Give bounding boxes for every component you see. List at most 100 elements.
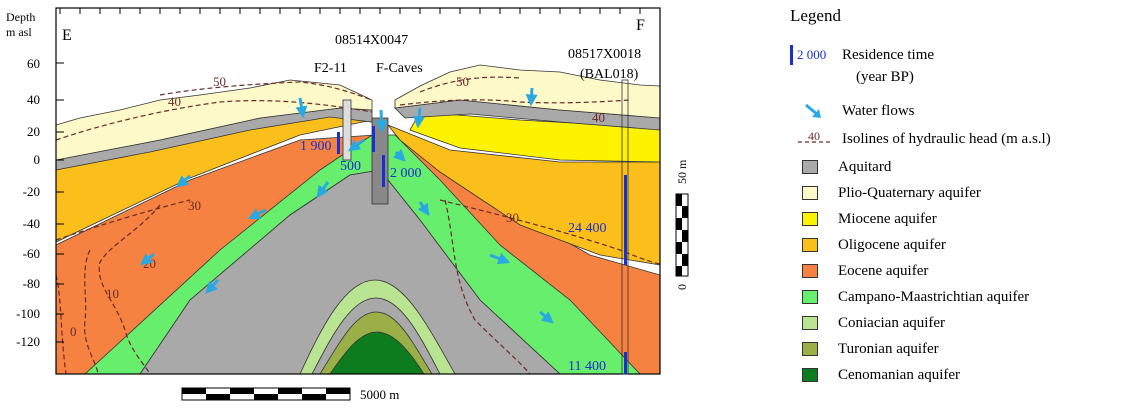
oligocene-swatch — [802, 238, 818, 252]
cenomanian-layer — [329, 331, 425, 374]
legend-item-unit: Cenomanian aquifer — [790, 364, 960, 386]
cross-section-svg: Depth m asl E F 60 40 20 0 -20 -40 -60 -… — [6, 7, 689, 402]
legend-unit-label: Eocene aquifer — [838, 262, 929, 279]
legend-isoline-sample: 40 — [808, 130, 820, 143]
legend-item-isolines: 40 Isolines of hydraulic head (m a.s.l) — [790, 128, 1051, 150]
legend-residence-label: Residence time — [842, 46, 935, 63]
eocene-swatch — [802, 264, 818, 278]
y-tick-label: -20 — [23, 184, 40, 199]
isoline-40-right — [399, 99, 631, 106]
geology-layers — [56, 64, 660, 374]
legend-water-flows-label: Water flows — [842, 102, 915, 119]
residence-bar — [624, 175, 627, 265]
horizontal-scale-label: 5000 m — [360, 387, 399, 402]
flow-arrow — [392, 148, 406, 162]
cross-section: Depth m asl E F 60 40 20 0 -20 -40 -60 -… — [6, 7, 689, 402]
isoline-30-right — [439, 199, 660, 265]
isoline-50-right — [419, 76, 521, 93]
legend-unit-label: Coniacian aquifer — [838, 314, 946, 331]
residence-labels: 1 900 500 2 000 24 400 11 400 — [300, 139, 607, 374]
axis-title-depth: Depth — [6, 10, 35, 24]
well-shaft-f2-11 — [342, 99, 352, 161]
isoline-label: 40 — [168, 94, 181, 109]
flow-arrow — [295, 97, 308, 119]
y-tick-label: -60 — [23, 246, 40, 261]
legend-item-unit: Miocene aquifer — [790, 208, 937, 230]
isoline-label: 10 — [106, 286, 119, 301]
y-tick-labels: 60 40 20 0 -20 -40 -60 -80 -100 -120 — [16, 56, 40, 349]
well-label-f2-11: F2-11 — [314, 61, 347, 76]
flow-arrow — [247, 208, 267, 220]
y-tick-label: 20 — [27, 124, 40, 139]
vertical-scale-bar: 0 50 m — [675, 159, 689, 290]
flow-arrow — [316, 181, 330, 198]
legend-unit-label: Campano-Maastrichtian aquifer — [838, 288, 1030, 305]
water-flow-arrow-icon — [790, 103, 838, 119]
isoline-0 — [56, 274, 67, 374]
flow-arrow — [205, 278, 220, 294]
cenomanian-swatch — [802, 368, 818, 382]
vertical-scale-zero: 0 — [675, 284, 689, 290]
isoline-label: 30 — [188, 198, 201, 213]
legend-isolines-label: Isolines of hydraulic head (m a.s.l) — [842, 130, 1051, 147]
well-label-f-caves: F-Caves — [376, 61, 423, 76]
residence-time-label: 1 900 — [300, 139, 332, 154]
legend-item-unit: Eocene aquifer — [790, 260, 928, 282]
isoline-40-left — [56, 100, 373, 141]
flow-arrow — [140, 252, 155, 266]
legend-item-unit: Oligocene aquifer — [790, 234, 946, 256]
well-id-right: 08517X0018 — [568, 47, 641, 62]
plio-quaternary-right — [394, 64, 660, 119]
water-flow-arrows — [140, 87, 554, 324]
residence-time-icon: 2 000 — [790, 45, 838, 65]
residence-bar — [624, 352, 627, 374]
isoline-right-deep — [444, 199, 531, 374]
residence-bar — [382, 155, 385, 187]
flow-arrow — [413, 107, 426, 129]
isoline-label: 50 — [213, 74, 226, 89]
legend: Legend 2 000 Residence time (year BP) Wa… — [780, 0, 1148, 408]
residence-time-label: 500 — [340, 159, 361, 174]
isoline-50-left — [159, 81, 373, 101]
section-end-label-left: E — [62, 27, 72, 44]
aquitard-swatch — [802, 160, 818, 174]
campano-maastrichtian-swatch — [802, 290, 818, 304]
legend-unit-label: Cenomanian aquifer — [838, 366, 961, 383]
flow-arrow — [348, 138, 365, 152]
legend-item-unit: Plio-Quaternary aquifer — [790, 182, 981, 204]
residence-bar — [337, 132, 340, 154]
isoline-10 — [84, 249, 99, 374]
legend-item-water-flows: Water flows — [790, 100, 915, 122]
y-tick-label: -100 — [16, 306, 40, 321]
flow-arrow — [176, 174, 191, 188]
flow-arrow — [489, 252, 511, 265]
y-tick-label: -80 — [23, 276, 40, 291]
legend-residence-unit: (year BP) — [856, 68, 914, 85]
coniacian-swatch — [802, 316, 818, 330]
y-tick-label: -40 — [23, 216, 40, 231]
legend-unit-label: Miocene aquifer — [838, 210, 937, 227]
oligocene-aquifer-right — [386, 124, 660, 266]
isoline-20 — [98, 204, 161, 374]
legend-item-residence-time: 2 000 Residence time — [790, 44, 934, 66]
flow-arrow — [375, 109, 388, 133]
plio-quaternary-swatch — [802, 186, 818, 200]
legend-item-unit: Aquitard — [790, 156, 891, 178]
isoline-icon: 40 — [790, 130, 838, 148]
y-tick-label: 60 — [27, 56, 40, 71]
legend-unit-label: Plio-Quaternary aquifer — [838, 184, 981, 201]
legend-unit-label: Aquitard — [838, 158, 892, 175]
plio-quaternary-left — [56, 79, 373, 161]
legend-item-unit: Coniacian aquifer — [790, 312, 945, 334]
frame-ticks — [55, 8, 641, 374]
isolines — [56, 76, 660, 374]
section-end-label-right: F — [636, 17, 645, 34]
legend-unit-label: Turonian aquifer — [838, 340, 939, 357]
axis-title-unit: m asl — [6, 25, 32, 39]
y-tick-label: 40 — [27, 92, 40, 107]
legend-title: Legend — [790, 6, 841, 25]
residence-time-label: 11 400 — [568, 359, 606, 374]
turonian-swatch — [802, 342, 818, 356]
flow-arrow — [417, 201, 430, 216]
well-id-central: 08514X0047 — [335, 33, 408, 48]
